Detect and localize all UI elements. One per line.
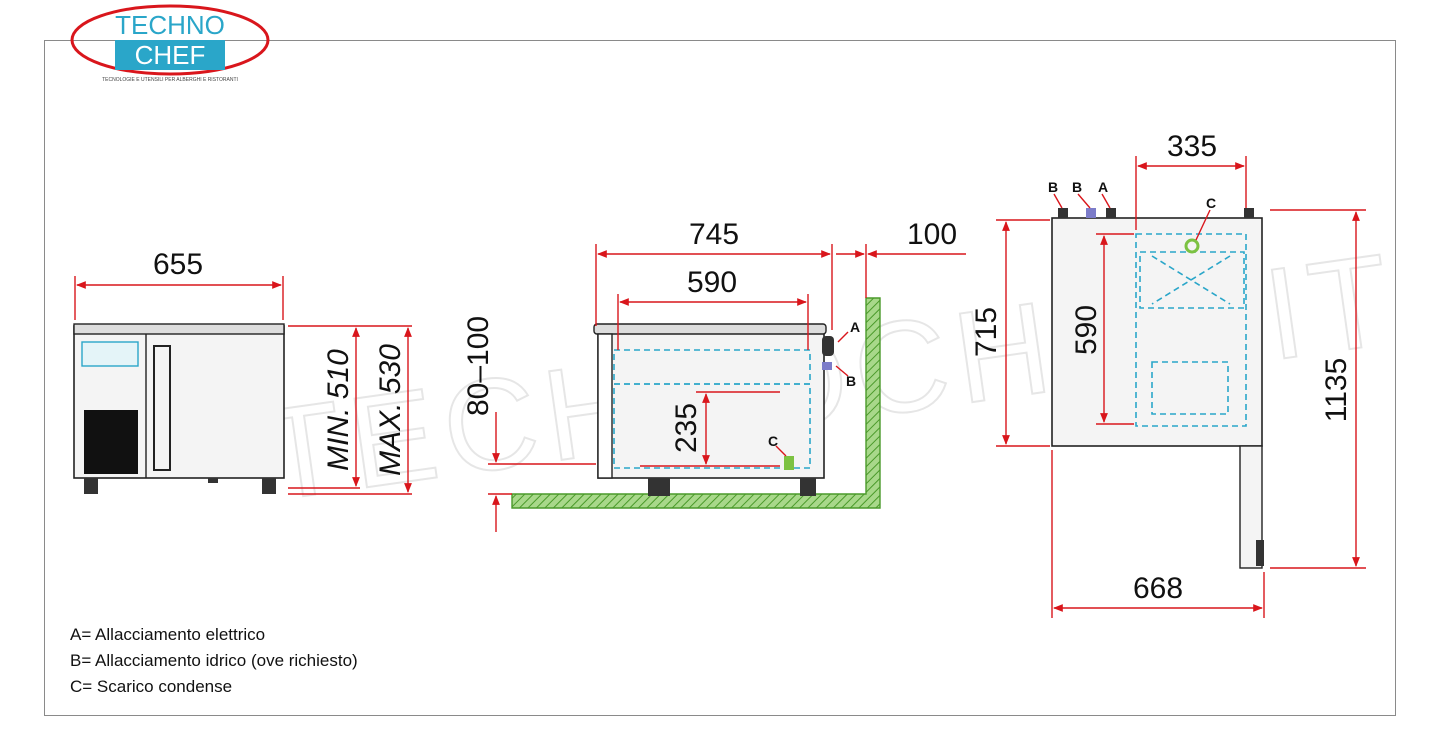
front-height-min-label: MIN. 510 xyxy=(322,349,355,471)
side-label-c: C xyxy=(768,433,778,449)
logo-tagline: TECNOLOGIE E UTENSILI PER ALBERGHI E RIS… xyxy=(102,77,238,83)
side-inner-depth-label: 590 xyxy=(687,266,737,299)
side-wall-gap-label: 100 xyxy=(907,218,957,251)
logo-line2: CHEF xyxy=(135,40,206,70)
top-view: B B A C 335 715 590 1135 668 xyxy=(970,130,1366,618)
top-depth-label: 715 xyxy=(970,307,1003,357)
top-width-label: 335 xyxy=(1167,130,1217,163)
front-view: 655 MIN. 510 MAX. 530 xyxy=(73,248,412,495)
legend-item-a: A= Allacciamento elettrico xyxy=(70,625,266,644)
front-width-label: 655 xyxy=(153,248,203,281)
legend-item-b: B= Allacciamento idrico (ove richiesto) xyxy=(70,651,358,670)
side-feet-label: 80–100 xyxy=(462,316,495,416)
logo-line1: TECHNO xyxy=(115,10,225,40)
side-label-a: A xyxy=(850,319,860,335)
side-label-b: B xyxy=(846,373,856,389)
side-view: A B C 745 590 100 80–100 235 xyxy=(462,218,966,532)
side-inner-height-label: 235 xyxy=(670,403,703,453)
legend-item-c: C= Scarico condense xyxy=(70,677,233,696)
drawing-frame xyxy=(44,40,1396,716)
top-label-b2: B xyxy=(1072,179,1082,195)
top-width-bottom-label: 668 xyxy=(1133,572,1183,605)
front-height-max-label: MAX. 530 xyxy=(374,344,407,476)
top-label-c: C xyxy=(1206,195,1216,211)
side-depth-label: 745 xyxy=(689,218,739,251)
legend: A= Allacciamento elettrico B= Allacciame… xyxy=(70,622,358,700)
technochef-logo: TECHNO CHEF TECNOLOGIE E UTENSILI PER AL… xyxy=(70,4,270,83)
top-label-a: A xyxy=(1098,179,1108,195)
top-total-depth-label: 1135 xyxy=(1320,358,1353,423)
top-inner-label: 590 xyxy=(1070,305,1103,355)
top-label-b1: B xyxy=(1048,179,1058,195)
